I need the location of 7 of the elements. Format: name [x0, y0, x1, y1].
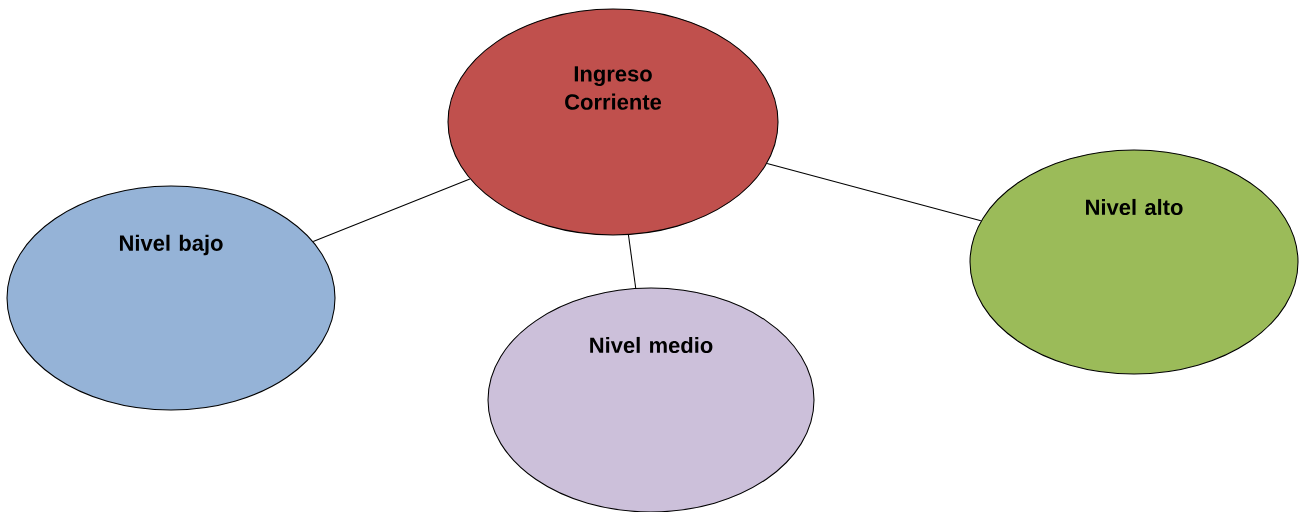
node-label: Nivel bajo — [120, 234, 223, 256]
node-label: Ingreso Corriente — [565, 66, 662, 110]
connector-line — [766, 162, 982, 222]
node-label: Nivel medio — [590, 336, 713, 354]
connector-line — [627, 234, 637, 289]
connector-line — [312, 178, 471, 242]
node-label: Nivel alto — [1086, 198, 1183, 216]
